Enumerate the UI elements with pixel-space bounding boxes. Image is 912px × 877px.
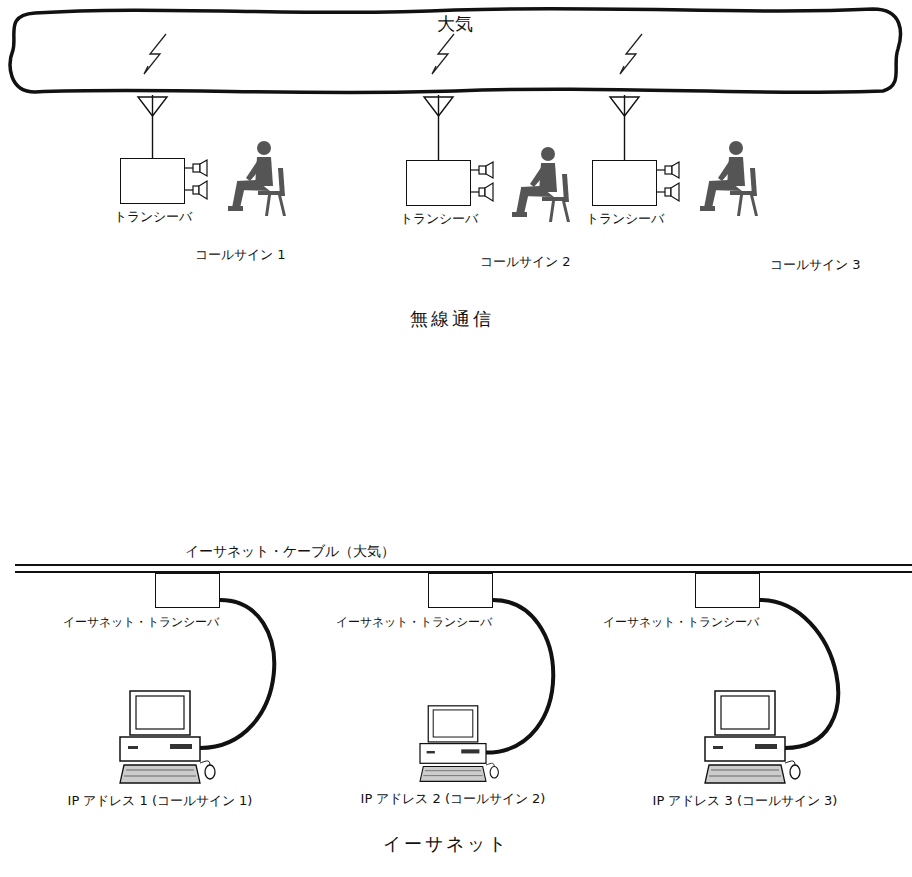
device-label: イーサネット・トランシーバ (603, 615, 759, 629)
ethernet-transceiver-box: イーサネット・トランシーバ (695, 573, 760, 608)
ethernet-transceiver-box: イーサネット・トランシーバ (428, 573, 493, 608)
atmosphere-cloud: 大気 (5, 5, 905, 95)
computer: IP アドレス 2 (コールサイン 2) (420, 705, 486, 783)
computer-icon (120, 690, 200, 785)
transceiver-cable (486, 600, 553, 753)
callsign-label: コールサイン 1 (195, 247, 285, 263)
device-label: イーサネット・ケーブル（大気） (185, 543, 395, 560)
device-label: トランシーバ (400, 211, 478, 227)
device-label: IP アドレス 2 (コールサイン 2) (361, 791, 546, 807)
device-label: IP アドレス 1 (コールサイン 1) (68, 793, 253, 809)
transceiver-box: トランシーバ (120, 158, 185, 204)
callsign-label: コールサイン 3 (770, 257, 860, 273)
lightning-bolts (144, 34, 642, 74)
person-figures (228, 141, 758, 222)
antenna-wire (624, 95, 625, 160)
callsign-label: コールサイン 2 (480, 254, 570, 270)
device-label: イーサネット・トランシーバ (336, 615, 492, 629)
transceiver-box: トランシーバ (406, 160, 471, 206)
device-label: トランシーバ (114, 209, 192, 225)
antenna-symbols (138, 97, 639, 116)
antenna-wire (438, 95, 439, 160)
computer-icon (705, 690, 785, 785)
region-label: 大気 (437, 13, 473, 35)
device-label: イーサネット・トランシーバ (63, 615, 219, 629)
ethernet-transceiver-box: イーサネット・トランシーバ (155, 573, 220, 608)
device-label: IP アドレス 3 (コールサイン 3) (653, 793, 838, 809)
ethernet-cable: イーサネット・ケーブル（大気） (15, 564, 912, 573)
device-label: トランシーバ (586, 211, 664, 227)
section-caption: 無線通信 (410, 308, 494, 330)
section-caption: イーサネット (383, 833, 509, 855)
computer: IP アドレス 1 (コールサイン 1) (120, 690, 200, 785)
antenna-wire (152, 95, 153, 158)
computer: IP アドレス 3 (コールサイン 3) (705, 690, 785, 785)
transceiver-box: トランシーバ (592, 160, 657, 206)
computer-icon (420, 705, 486, 783)
